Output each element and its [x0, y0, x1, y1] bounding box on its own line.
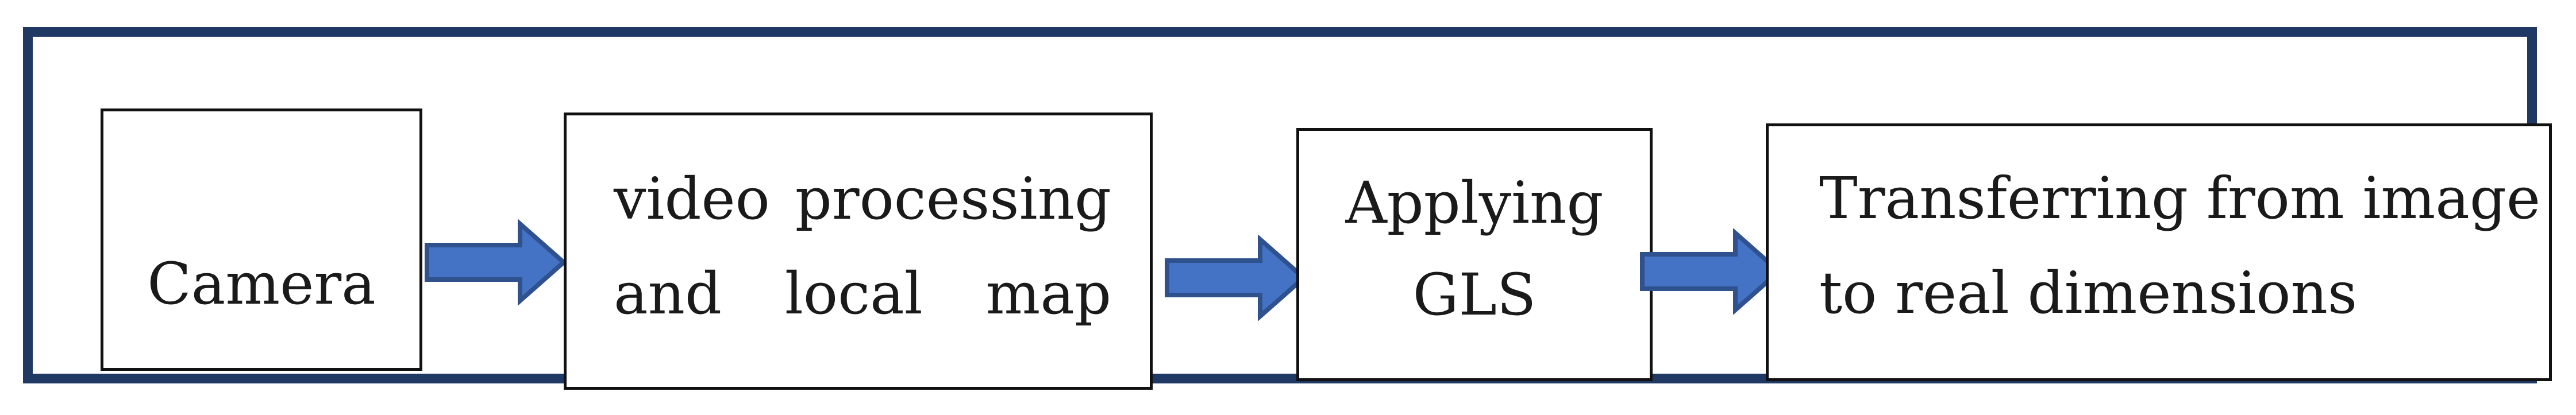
video-node-word: processing — [795, 165, 1111, 232]
video-node-word: and — [614, 260, 722, 327]
diagram-frame: Camera video processing and local map Ap… — [23, 27, 2552, 390]
transfer-node-line-1: Transferring from image — [1819, 165, 2541, 232]
arrow-shape — [1640, 228, 1782, 315]
transfer-node-line-2: to real dimensions — [1819, 259, 2358, 327]
applying-gls-node: Applying GLS — [1296, 128, 1653, 381]
video-node-word: map — [985, 260, 1111, 327]
video-node-word: video — [614, 165, 770, 232]
video-node-line-1: video processing — [614, 167, 1111, 231]
transfer-dimensions-node: Transferring from image to real dimensio… — [1766, 123, 2552, 381]
arrow-shape — [1165, 235, 1307, 321]
camera-node: Camera — [101, 108, 422, 371]
camera-label: Camera — [147, 250, 376, 317]
video-node-word: local — [784, 260, 923, 327]
video-node-line-2: and local map — [614, 262, 1111, 326]
video-processing-node: video processing and local map — [564, 113, 1153, 390]
arrow-video-to-gls — [1165, 235, 1307, 321]
gls-node-line-1: Applying — [1345, 169, 1604, 236]
arrow-shape — [425, 219, 567, 305]
arrow-camera-to-video — [425, 219, 567, 305]
arrow-gls-to-transfer — [1640, 228, 1782, 315]
gls-node-line-2: GLS — [1412, 261, 1537, 328]
